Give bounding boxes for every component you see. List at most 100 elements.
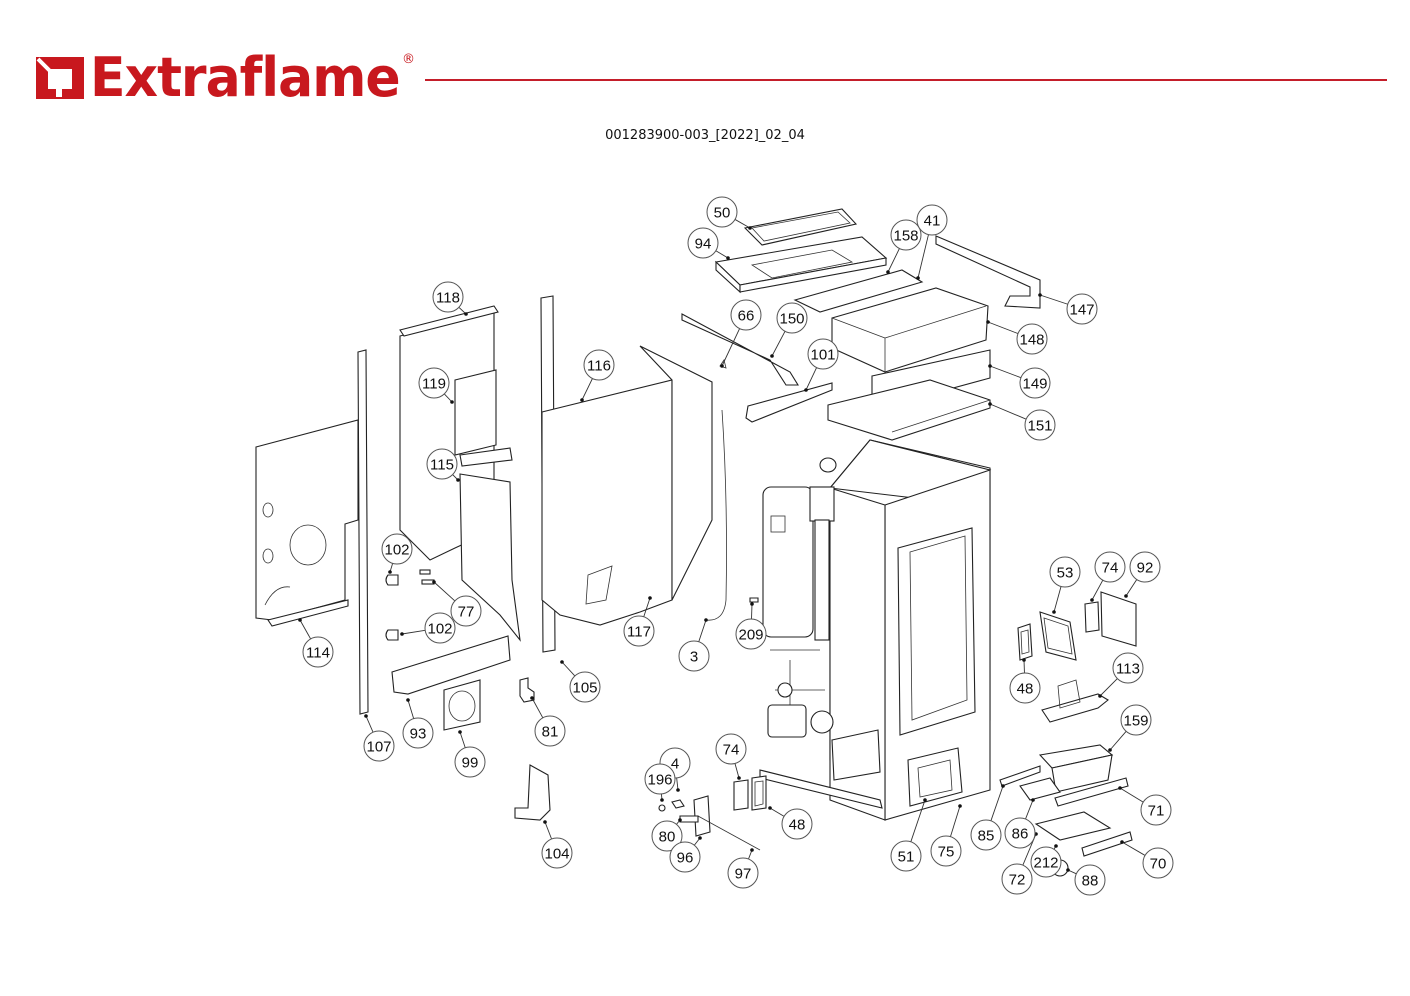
callout-circle xyxy=(450,595,482,627)
callout-74: 74 xyxy=(1094,551,1126,583)
callout-99: 99 xyxy=(454,746,486,778)
callout-circle xyxy=(730,299,762,331)
leader-arrowhead xyxy=(1038,293,1042,297)
leader-line-77 xyxy=(433,581,456,602)
callout-label: 86 xyxy=(1012,826,1029,843)
header-rule xyxy=(425,79,1387,81)
leader-arrowhead xyxy=(720,364,724,368)
callout-label: 113 xyxy=(1116,661,1140,678)
leader-arrowhead xyxy=(543,820,547,824)
callout-label: 74 xyxy=(1102,560,1119,577)
callout-label: 74 xyxy=(723,742,740,759)
leader-arrowhead xyxy=(768,806,772,810)
part-pin-209 xyxy=(749,597,759,603)
callout-circle xyxy=(735,618,767,650)
callout-85: 85 xyxy=(970,819,1002,851)
leader-line-70 xyxy=(1121,841,1146,856)
leader-line-74 xyxy=(734,763,740,779)
callout-circle xyxy=(1094,551,1126,583)
callout-circle xyxy=(426,448,458,480)
leader-line-86 xyxy=(1025,799,1034,820)
leader-line-99 xyxy=(459,731,466,748)
part-main-body xyxy=(828,439,992,821)
leader-arrowhead xyxy=(1098,694,1102,698)
callout-158: 158 xyxy=(890,219,922,251)
leader-arrowhead xyxy=(560,660,564,664)
part-plate xyxy=(793,269,924,313)
brand-name: Extraflame xyxy=(90,46,401,110)
callout-circle xyxy=(644,763,676,795)
leader-line-150 xyxy=(771,331,786,357)
part-rails-ash xyxy=(999,765,1133,877)
leader-line-50 xyxy=(734,219,751,229)
callout-159: 159 xyxy=(1120,704,1152,736)
callout-label: 150 xyxy=(779,311,804,328)
parts-drawing xyxy=(255,208,1137,877)
brand-logo: Extraflame xyxy=(34,46,401,110)
callout-label: 51 xyxy=(898,849,915,866)
callout-label: 119 xyxy=(422,376,446,393)
leader-arrowhead xyxy=(676,788,680,792)
leader-line-93 xyxy=(407,699,415,719)
part-expansion-tank xyxy=(762,457,837,641)
callout-circle xyxy=(1024,409,1056,441)
callout-196: 196 xyxy=(644,763,676,795)
leader-arrowhead xyxy=(988,364,992,368)
callout-circle xyxy=(970,819,1002,851)
callout-label: 116 xyxy=(587,358,611,375)
callout-101: 101 xyxy=(807,338,839,370)
callout-93: 93 xyxy=(402,717,434,749)
callout-114: 114 xyxy=(302,636,334,668)
part-support-104 xyxy=(514,764,551,821)
part-box-lower xyxy=(827,379,991,441)
callout-circle xyxy=(363,730,395,762)
part-side-panel-114 xyxy=(255,419,359,627)
callout-circle xyxy=(418,367,450,399)
part-pump-assembly xyxy=(759,649,883,809)
callout-label: 102 xyxy=(427,621,452,638)
leader-arrowhead xyxy=(958,804,962,808)
callout-label: 66 xyxy=(738,308,755,325)
leader-arrowhead xyxy=(1031,798,1035,802)
leader-line-113 xyxy=(1099,678,1118,697)
leader-arrowhead xyxy=(886,270,890,274)
callout-label: 118 xyxy=(436,290,460,307)
leader-line-51 xyxy=(910,799,926,842)
callout-118: 118 xyxy=(432,281,464,313)
leader-line-114 xyxy=(299,619,312,640)
callout-label: 102 xyxy=(384,542,409,559)
document-code: 001283900-003_[2022]_02_04 xyxy=(605,128,805,143)
callout-label: 107 xyxy=(366,739,391,756)
callout-circle xyxy=(1019,367,1051,399)
callout-circle xyxy=(1142,847,1174,879)
callout-label: 48 xyxy=(1017,681,1034,698)
leader-arrowhead xyxy=(750,602,754,606)
callout-label: 117 xyxy=(627,624,651,641)
part-plate-119 xyxy=(454,369,513,467)
callout-label: 50 xyxy=(714,205,731,222)
part-top-frame xyxy=(714,236,888,294)
leader-line-74 xyxy=(1091,579,1104,601)
leader-arrowhead xyxy=(432,580,436,584)
leader-arrowhead xyxy=(726,256,730,260)
callout-circle xyxy=(402,717,434,749)
callout-147: 147 xyxy=(1066,293,1098,325)
callout-circle xyxy=(1129,551,1161,583)
callout-circle xyxy=(1120,704,1152,736)
leader-line-71 xyxy=(1119,787,1144,803)
callout-circle xyxy=(916,204,948,236)
callout-circle xyxy=(1049,556,1081,588)
callout-label: 4 xyxy=(671,756,679,773)
leader-arrowhead xyxy=(456,478,460,482)
leader-line-53 xyxy=(1053,586,1062,613)
callout-label: 209 xyxy=(738,627,763,644)
part-sensor-assembly xyxy=(658,795,761,851)
callout-label: 77 xyxy=(458,604,475,621)
callout-circle xyxy=(1001,863,1033,895)
callout-label: 70 xyxy=(1150,856,1167,873)
callout-circle xyxy=(1140,794,1172,826)
leader-line-81 xyxy=(531,697,544,719)
callout-72: 72 xyxy=(1001,863,1033,895)
callout-circle xyxy=(687,227,719,259)
leader-arrowhead xyxy=(750,848,754,852)
